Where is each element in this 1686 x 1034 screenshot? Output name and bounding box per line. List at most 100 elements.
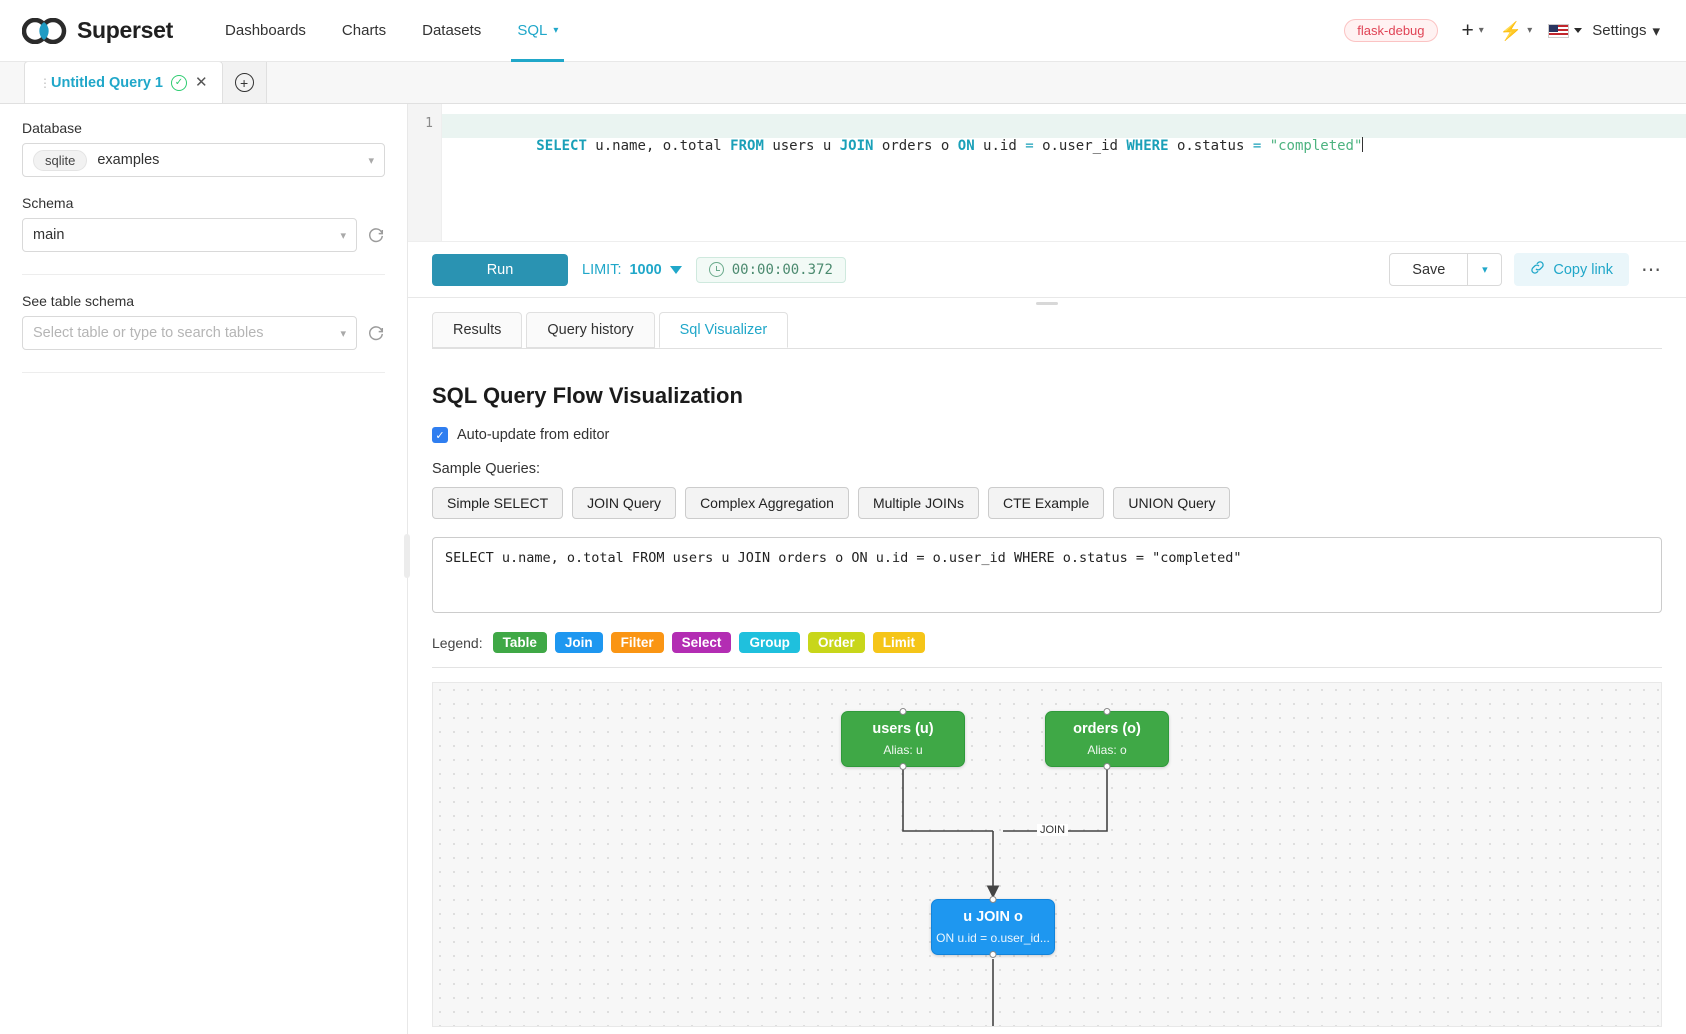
node-handle-bottom-icon[interactable] (989, 951, 997, 958)
chevron-down-icon: ▾ (1652, 22, 1660, 40)
database-label: Database (22, 120, 82, 136)
tab-query-history[interactable]: Query history (526, 312, 655, 348)
node-handle-bottom-icon[interactable] (899, 763, 907, 770)
nav-link-datasets-label: Datasets (422, 22, 482, 39)
node-handle-top-icon[interactable] (989, 896, 997, 903)
query-tab[interactable]: ⋮ Untitled Query 1 ✓ ✕ (24, 61, 223, 103)
sample-btn-join-query[interactable]: JOIN Query (572, 487, 677, 519)
nav-links: Dashboards Charts Datasets SQL ▾ (207, 0, 576, 62)
sample-btn-union-query[interactable]: UNION Query (1113, 487, 1231, 519)
link-icon (1530, 260, 1545, 279)
sample-btn-cte-example[interactable]: CTE Example (987, 487, 1105, 519)
debug-badge: flask-debug (1344, 19, 1438, 42)
add-query-tab-button[interactable]: + (222, 61, 267, 103)
flow-node-subtitle: Alias: u (883, 743, 923, 757)
sql-code-line: SELECT u.name, o.total FROM users u JOIN… (452, 116, 1676, 176)
close-icon[interactable]: ✕ (195, 74, 208, 91)
sql-token: = (1025, 138, 1034, 154)
bolt-menu-button[interactable]: ⚡ ▾ (1494, 16, 1538, 46)
brand-name: Superset (77, 17, 174, 43)
nav-link-sql-label: SQL (517, 22, 548, 39)
sql-token: JOIN (839, 138, 874, 154)
save-button[interactable]: Save (1389, 253, 1469, 286)
workspace: Database sqlite examples ▾ Schema main ▾… (0, 104, 1686, 1034)
legend-divider (432, 667, 1662, 668)
node-handle-bottom-icon[interactable] (1103, 763, 1111, 770)
query-textarea[interactable] (432, 537, 1662, 613)
toolbar-right: Save ▾ Copy link ⋯ (1389, 253, 1662, 286)
database-select[interactable]: sqlite examples ▾ (22, 143, 385, 177)
editor-code-area[interactable]: SELECT u.name, o.total FROM users u JOIN… (442, 104, 1686, 241)
auto-update-checkbox[interactable]: ✓ (432, 427, 448, 443)
us-flag-icon (1548, 23, 1570, 38)
legend-label: Legend: (432, 634, 483, 651)
node-handle-top-icon[interactable] (899, 708, 907, 715)
line-number: 1 (425, 116, 433, 131)
legend-chip-limit: Limit (872, 632, 925, 653)
legend-chip-select: Select (671, 632, 732, 653)
new-menu-button[interactable]: + ▾ (1456, 14, 1490, 47)
sidebar-resize-handle[interactable] (404, 534, 410, 578)
pane-resize-handle[interactable] (1036, 302, 1058, 305)
brand[interactable]: Superset (21, 17, 174, 44)
check-circle-icon: ✓ (171, 74, 187, 91)
sample-query-buttons: Simple SELECT JOIN Query Complex Aggrega… (432, 487, 1662, 519)
legend: Legend: Table Join Filter Select Group O… (432, 632, 1662, 653)
save-button-group: Save ▾ (1389, 253, 1503, 286)
legend-chip-table: Table (492, 632, 547, 653)
flow-node-join[interactable]: u JOIN o ON u.id = o.user_id... (931, 896, 1055, 958)
flow-node-orders[interactable]: orders (o) Alias: o (1045, 708, 1169, 770)
sample-btn-multiple-joins[interactable]: Multiple JOINs (857, 487, 979, 519)
nav-link-datasets[interactable]: Datasets (404, 0, 499, 62)
left-sidebar: Database sqlite examples ▾ Schema main ▾… (0, 104, 410, 1034)
timer-value: 00:00:00.372 (731, 261, 833, 278)
tab-results[interactable]: Results (432, 312, 523, 348)
query-timer: 00:00:00.372 (695, 256, 846, 283)
language-menu-button[interactable] (1542, 18, 1588, 44)
flow-canvas[interactable]: JOIN users (u) Alias: u orders (o) Alias… (432, 682, 1662, 1027)
sql-token: = (1252, 138, 1262, 154)
schema-select[interactable]: main ▾ (22, 218, 357, 252)
database-value: examples (97, 152, 160, 168)
limit-dropdown[interactable]: LIMIT: 1000 (582, 262, 682, 278)
limit-prefix: LIMIT: (582, 261, 622, 278)
flow-node-users[interactable]: users (u) Alias: u (841, 708, 965, 770)
run-button[interactable]: Run (432, 253, 568, 286)
chevron-down-icon: ▾ (340, 327, 346, 340)
settings-menu-button[interactable]: Settings ▾ (1592, 22, 1664, 40)
edge-label-join: JOIN (1037, 824, 1069, 836)
database-engine-chip: sqlite (33, 149, 88, 171)
nav-link-charts[interactable]: Charts (324, 0, 404, 62)
limit-value: 1000 (629, 261, 662, 278)
nav-link-dashboards-label: Dashboards (225, 22, 306, 39)
auto-update-row: ✓ Auto-update from editor (432, 427, 1662, 443)
nav-link-sql[interactable]: SQL ▾ (499, 0, 576, 62)
sample-btn-simple-select[interactable]: Simple SELECT (432, 487, 564, 519)
nav-link-dashboards[interactable]: Dashboards (207, 0, 324, 62)
chevron-down-icon: ▾ (1527, 25, 1533, 36)
tab-sql-visualizer[interactable]: Sql Visualizer (658, 312, 789, 348)
save-dropdown-button[interactable]: ▾ (1468, 253, 1503, 286)
refresh-tables-icon[interactable] (367, 324, 385, 342)
legend-chip-group: Group (739, 632, 800, 653)
refresh-schema-icon[interactable] (367, 226, 385, 244)
drag-handle-icon[interactable]: ⋮ (39, 75, 51, 90)
sql-token: u.id (974, 138, 1026, 154)
table-select[interactable]: Select table or type to search tables ▾ (22, 316, 357, 350)
schema-value: main (33, 227, 65, 243)
sample-btn-complex-aggregation[interactable]: Complex Aggregation (685, 487, 849, 519)
lightning-bolt-icon: ⚡ (1499, 20, 1523, 41)
result-tabs: Results Query history Sql Visualizer (408, 298, 1686, 348)
table-row: Select table or type to search tables ▾ (22, 316, 385, 350)
node-handle-top-icon[interactable] (1103, 708, 1111, 715)
copy-link-button[interactable]: Copy link (1514, 253, 1629, 286)
editor-gutter: 1 (408, 104, 442, 241)
sql-editor[interactable]: 1 SELECT u.name, o.total FROM users u JO… (408, 104, 1686, 242)
more-options-icon[interactable]: ⋯ (1641, 258, 1662, 281)
sql-token: ON (957, 138, 975, 154)
sql-token: orders o (873, 138, 958, 154)
legend-chip-order: Order (807, 632, 865, 653)
flow-node-subtitle: Alias: o (1087, 743, 1127, 757)
sql-token: users u (763, 138, 840, 154)
page-title: SQL Query Flow Visualization (432, 383, 743, 408)
